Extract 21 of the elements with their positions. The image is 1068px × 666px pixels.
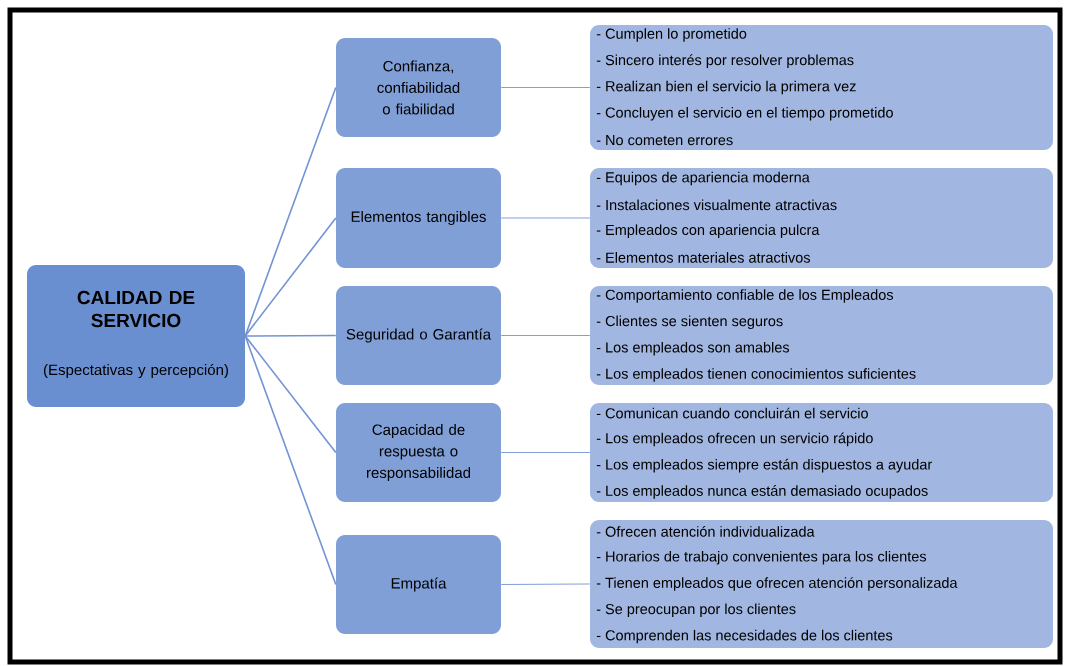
connector-line xyxy=(500,583,591,585)
connector-line xyxy=(244,335,337,586)
connector-line xyxy=(244,334,337,337)
connector-line xyxy=(244,335,337,454)
item-list-box: - Equipos de apariencia moderna - Instalaciones visualmente atractivas - Empleados con apariencia pulcra - Elementos materiales atractivos xyxy=(590,168,1053,268)
category-box: Confianza, confiabilidad o fiabilidad xyxy=(336,38,501,137)
connector-line xyxy=(500,452,591,453)
category-box: Capacidad de respuesta o responsabilidad xyxy=(336,403,501,502)
connector-line xyxy=(500,217,591,219)
item-list-box: - Comunican cuando concluirán el servicio - Los empleados ofrecen un servicio rápido - Los empleados siempre están dispuestos a ayudar - Los empleados nunca están demasiado ocupados xyxy=(590,403,1053,502)
item-list-box: - Ofrecen atención individualizada - Horarios de trabajo convenientes para los clientes - Tienen empleados que ofrecen atención personalizada - Se preocupan por los clientes - Comprenden las necesidades de los clientes xyxy=(590,520,1053,648)
category-box: Seguridad o Garantía xyxy=(336,286,501,385)
connector-line xyxy=(500,335,591,336)
connector-line xyxy=(500,87,591,88)
item-list-box: - Cumplen lo prometido - Sincero interés por resolver problemas - Realizan bien el servicio la primera vez - Concluyen el servicio en el tiempo prometido - No cometen errores xyxy=(590,25,1053,150)
category-box: Empatía xyxy=(336,535,501,634)
connector-line xyxy=(244,217,337,337)
connector-line xyxy=(244,86,337,337)
main-topic-box: CALIDAD DE SERVICIO (Espectativas y percepción) xyxy=(27,265,245,407)
category-box: Elementos tangibles xyxy=(336,168,501,268)
item-list-box: - Comportamiento confiable de los Empleados - Clientes se sienten seguros - Los empleados son amables - Los empleados tienen conocimientos suficientes xyxy=(590,286,1053,385)
